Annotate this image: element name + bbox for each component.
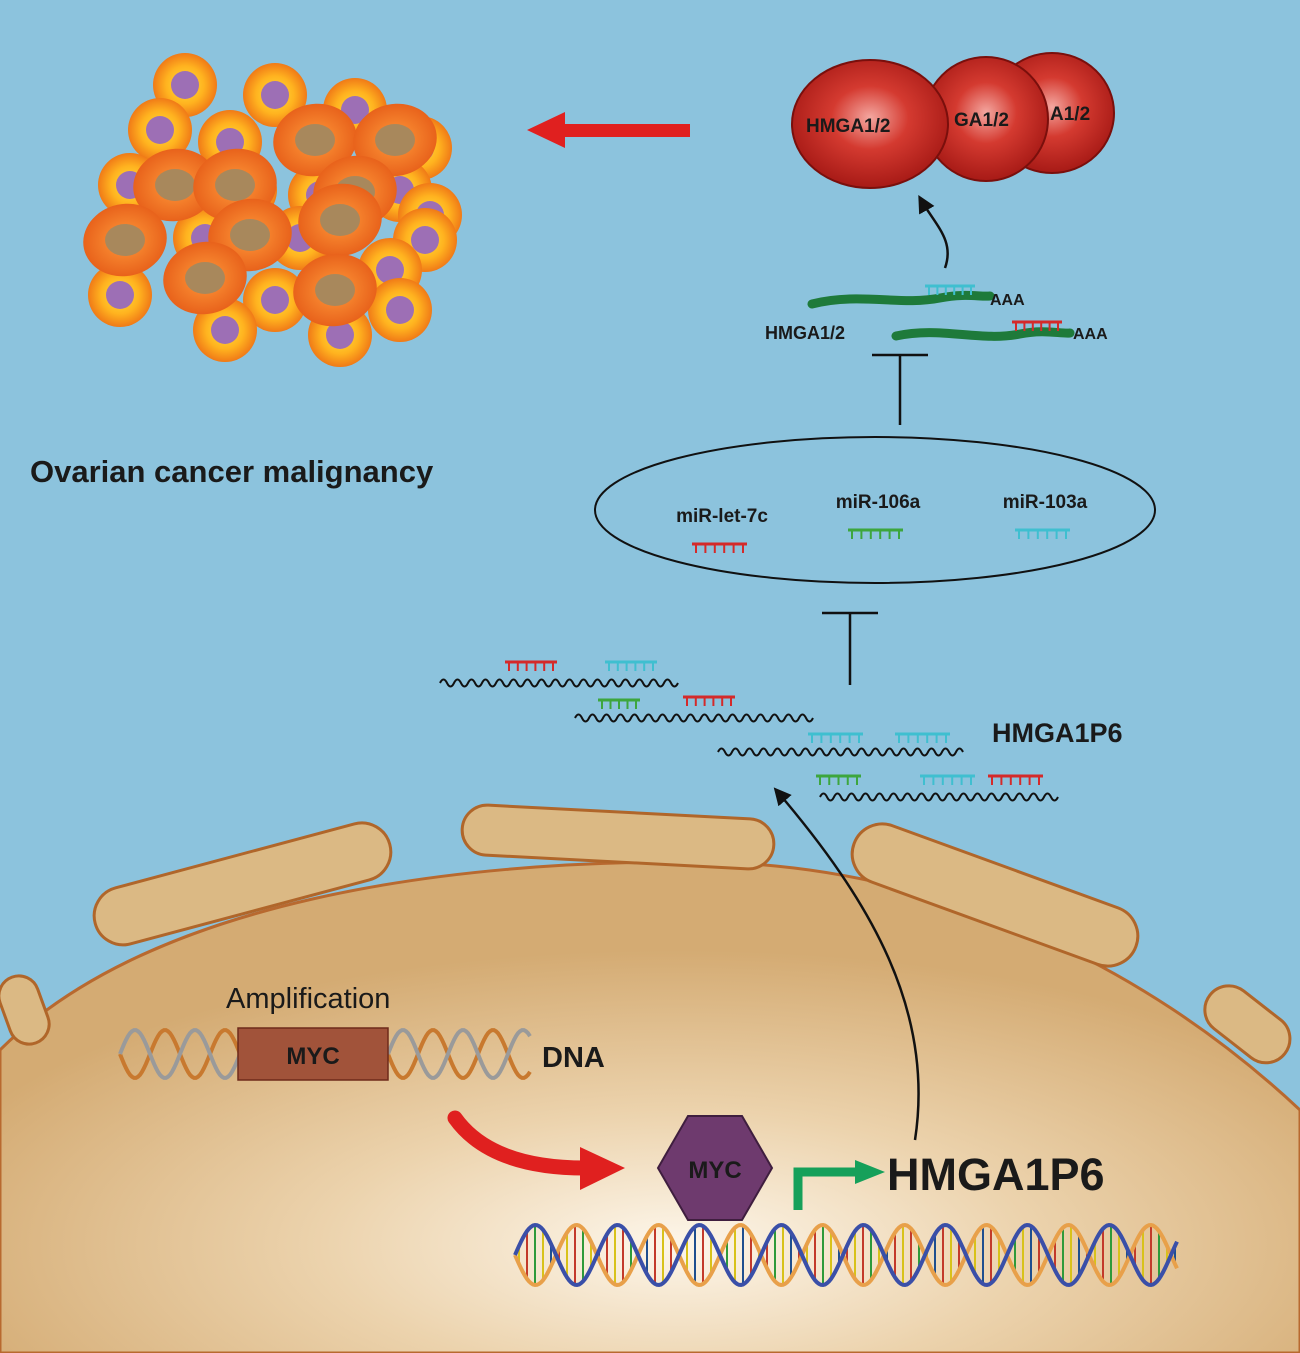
mirna-comb-icon (692, 542, 747, 553)
er-membranes (0, 803, 1292, 1065)
mrna-strand-icon (891, 327, 1075, 341)
mirna-label-1: miR-106a (836, 492, 921, 513)
mirna-comb-icon (683, 695, 735, 706)
cancer-cell (243, 268, 307, 332)
hmga-proteins: A1/2 GA1/2 HMGA1/2 (791, 52, 1115, 189)
inhibition-bar-icon (822, 611, 878, 685)
cancer-cell (128, 98, 192, 162)
cancer-cell (273, 103, 357, 177)
polya-label-2: AAA (1073, 326, 1108, 343)
er-membrane (850, 822, 1140, 968)
cancer-cell (353, 103, 437, 177)
myc-protein-label: MYC (688, 1157, 741, 1184)
hmga1p6-transcript-label: HMGA1P6 (992, 718, 1123, 748)
cancer-cell (88, 263, 152, 327)
mrna-strand-icon (807, 290, 995, 309)
hmga-mrna-label: HMGA1/2 (765, 323, 845, 343)
protein-1 (791, 59, 949, 189)
hmga1p6-transcript-icon (574, 713, 814, 723)
cancer-cell (243, 63, 307, 127)
mirna-comb-icon (816, 774, 861, 785)
er-membrane (460, 803, 776, 871)
hmga-mrnas: AAA AAA HMGA1/2 (765, 284, 1108, 343)
hmga1p6-gene-label: HMGA1P6 (887, 1149, 1105, 1200)
export-arrow-icon (773, 787, 920, 1141)
er-membrane (1203, 984, 1292, 1065)
mirna-label-0: miR-let-7c (676, 506, 768, 527)
hmga1p6-transcript-icon (717, 747, 964, 757)
protein-1-label: HMGA1/2 (806, 116, 890, 137)
myc-protein-hexagon-icon: MYC (656, 1115, 774, 1221)
hmga1p6-transcript-icon (439, 678, 679, 688)
mirna-comb-icon (895, 732, 950, 743)
myc-gene-box: MYC (237, 1027, 389, 1081)
mirna-label-2: miR-103a (1003, 492, 1088, 513)
cancer-cell (293, 253, 377, 327)
mirna-comb-icon (598, 698, 640, 709)
inhibition-bar-icon (872, 353, 928, 425)
er-membrane (0, 974, 51, 1046)
mirna-comb-icon (988, 774, 1043, 785)
mirna-comb-icon (808, 732, 863, 743)
red-arrow-left-icon (527, 112, 690, 148)
protein-3-label: A1/2 (1050, 104, 1090, 125)
translation-arrow-icon (918, 194, 949, 269)
cancer-cell-cluster-icon (83, 53, 462, 367)
promoter-arrow-icon (793, 1160, 885, 1210)
hmga1p6-transcripts (439, 660, 1059, 802)
title: Ovarian cancer malignancy (30, 454, 434, 489)
cancer-cell (163, 241, 247, 315)
mirna-comb-icon (605, 660, 657, 671)
mirna-comb-icon (1015, 528, 1070, 539)
mirna-comb-icon (920, 774, 975, 785)
er-membrane (92, 821, 393, 947)
hmga1p6-transcript-icon (819, 792, 1059, 802)
cancer-cell (83, 203, 167, 277)
cancer-cell (133, 148, 217, 222)
mirna-group (594, 436, 1156, 584)
myc-gene-label: MYC (286, 1043, 339, 1070)
mirna-comb-icon (925, 284, 975, 295)
polya-label-1: AAA (990, 292, 1025, 309)
cancer-cell (298, 183, 382, 257)
mirna-comb-icon (505, 660, 557, 671)
cancer-cell (368, 278, 432, 342)
protein-2-label: GA1/2 (954, 110, 1009, 131)
mirna-comb-icon (1012, 320, 1062, 331)
dna-helix-icon (513, 1222, 1179, 1288)
dna-helix-icon (118, 1028, 532, 1080)
red-curved-arrow-icon (447, 1110, 625, 1190)
dna-label: DNA (542, 1042, 605, 1074)
amplification-label: Amplification (226, 983, 390, 1015)
mirna-comb-icon (848, 528, 903, 539)
cancer-cell (193, 298, 257, 362)
